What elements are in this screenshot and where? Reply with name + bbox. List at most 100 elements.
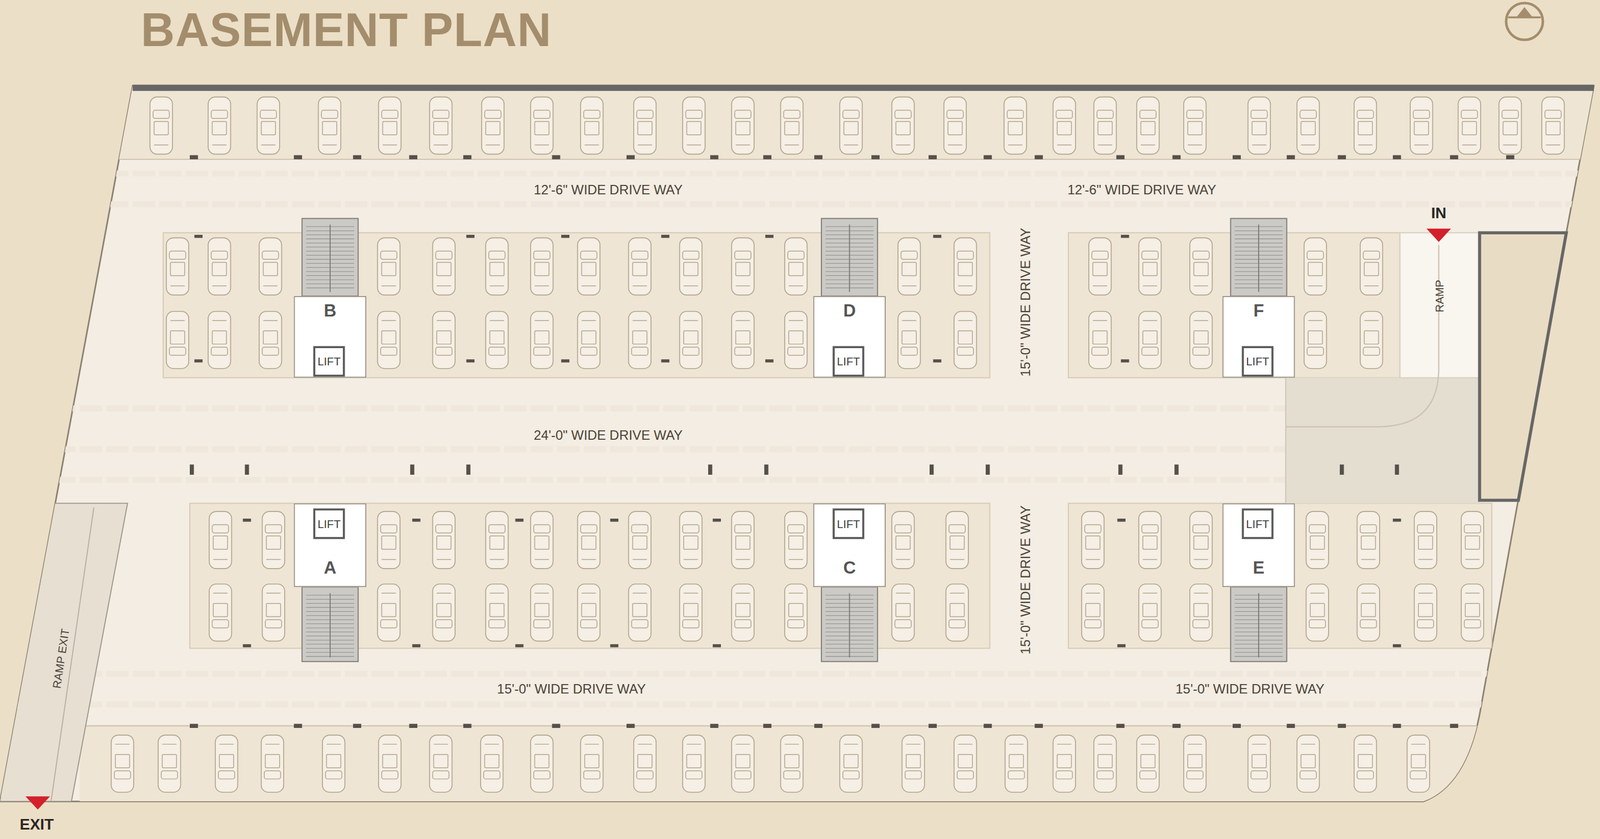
car-symbol	[1457, 97, 1481, 155]
pillar-mark	[243, 643, 252, 648]
pavement-texture	[0, 670, 1600, 677]
car-symbol	[901, 734, 925, 792]
pillar-mark	[814, 154, 823, 159]
car-symbol	[1088, 311, 1112, 369]
car-symbol	[432, 237, 456, 295]
north-symbol	[1506, 3, 1543, 40]
lift-label: LIFT	[836, 355, 861, 368]
pillar-mark	[1116, 154, 1125, 159]
lift-label: LIFT	[317, 355, 341, 368]
pillar-mark	[1337, 723, 1346, 728]
pillar-mark	[932, 359, 942, 363]
exit-ramp-line	[51, 507, 94, 802]
car-symbol	[891, 511, 915, 569]
car-symbol	[1360, 237, 1383, 295]
car-symbol	[377, 511, 400, 569]
pillar-mark	[1118, 464, 1123, 475]
car-symbol	[209, 511, 232, 569]
car-symbol	[1093, 734, 1117, 792]
car-symbol	[1304, 311, 1327, 369]
floor-contents	[0, 85, 1600, 807]
pillar-mark	[1392, 518, 1402, 522]
pillar-mark	[708, 464, 713, 475]
car-symbol	[1414, 511, 1437, 569]
car-symbol	[580, 734, 603, 792]
car-symbol	[1003, 97, 1027, 155]
car-symbol	[432, 583, 456, 641]
stair-symbol	[1230, 586, 1287, 661]
car-symbol	[945, 583, 968, 641]
pillar-mark	[985, 464, 990, 475]
ramp-lane	[1400, 232, 1480, 378]
pillar-mark	[626, 154, 635, 159]
band-edge	[0, 158, 1600, 160]
band-edge	[79, 724, 1490, 726]
car-symbol	[1360, 311, 1383, 369]
car-symbol	[1304, 237, 1327, 295]
car-symbol	[166, 237, 189, 295]
parking-band	[79, 725, 1508, 807]
car-symbol	[485, 583, 508, 641]
pillar-mark	[1117, 643, 1126, 648]
car-symbol	[784, 237, 807, 295]
car-symbol	[530, 734, 553, 792]
lift-box: LIFT	[313, 508, 345, 539]
lift-label: LIFT	[317, 517, 341, 530]
pillar-mark	[561, 234, 570, 239]
car-symbol	[530, 237, 553, 295]
car-symbol	[839, 734, 862, 792]
pillar-mark	[1121, 359, 1130, 363]
car-symbol	[1356, 583, 1380, 641]
pillar-mark	[660, 359, 670, 363]
car-symbol	[1189, 583, 1213, 641]
driveway-dimension: 15'-0" WIDE DRIVE WAY	[1017, 227, 1034, 377]
car-symbol	[259, 237, 282, 295]
pillar-mark	[194, 234, 203, 239]
car-symbol	[682, 97, 705, 155]
pillar-mark	[983, 154, 992, 159]
car-symbol	[1052, 734, 1075, 792]
car-symbol	[780, 734, 804, 792]
pillar-mark	[244, 464, 249, 475]
lift-box: LIFT	[832, 345, 865, 377]
pavement-texture	[0, 170, 1600, 177]
lift-label: LIFT	[1245, 517, 1270, 530]
car-symbol	[481, 97, 504, 155]
car-symbol	[784, 311, 807, 369]
pillar-mark	[928, 723, 937, 728]
pavement-texture	[0, 200, 1600, 208]
plan-title: BASEMENT PLAN	[140, 2, 552, 58]
car-symbol	[1189, 237, 1213, 295]
stair-symbol	[821, 586, 878, 661]
pillar-mark	[610, 643, 619, 648]
stair-lift-core: BLIFT	[294, 295, 367, 378]
car-symbol	[682, 734, 705, 792]
pillar-mark	[1392, 154, 1402, 159]
car-symbol	[731, 734, 754, 792]
car-symbol	[318, 97, 341, 155]
pillar-mark	[463, 154, 472, 159]
car-symbol	[784, 583, 807, 641]
car-symbol	[110, 734, 134, 792]
stair-lift-core: CLIFT	[813, 502, 886, 587]
driveway-dimension: 15'-0" WIDE DRIVE WAY	[1017, 505, 1034, 654]
stair-symbol	[301, 218, 358, 296]
car-symbol	[485, 511, 508, 569]
ramp-wall	[1479, 232, 1567, 501]
stair-lift-core: ALIFT	[294, 502, 367, 587]
pillar-mark	[929, 464, 934, 475]
car-symbol	[1296, 734, 1320, 792]
pillar-mark	[466, 234, 475, 239]
car-symbol	[945, 511, 968, 569]
lift-box: LIFT	[313, 345, 345, 377]
car-symbol	[1136, 734, 1159, 792]
car-symbol	[891, 583, 915, 641]
pillar-mark	[1506, 154, 1515, 159]
car-symbol	[262, 583, 285, 641]
car-symbol	[377, 237, 400, 295]
pillar-mark	[561, 359, 570, 363]
car-symbol	[1093, 97, 1117, 155]
lift-label: LIFT	[836, 517, 861, 530]
pillar-mark	[189, 464, 194, 475]
